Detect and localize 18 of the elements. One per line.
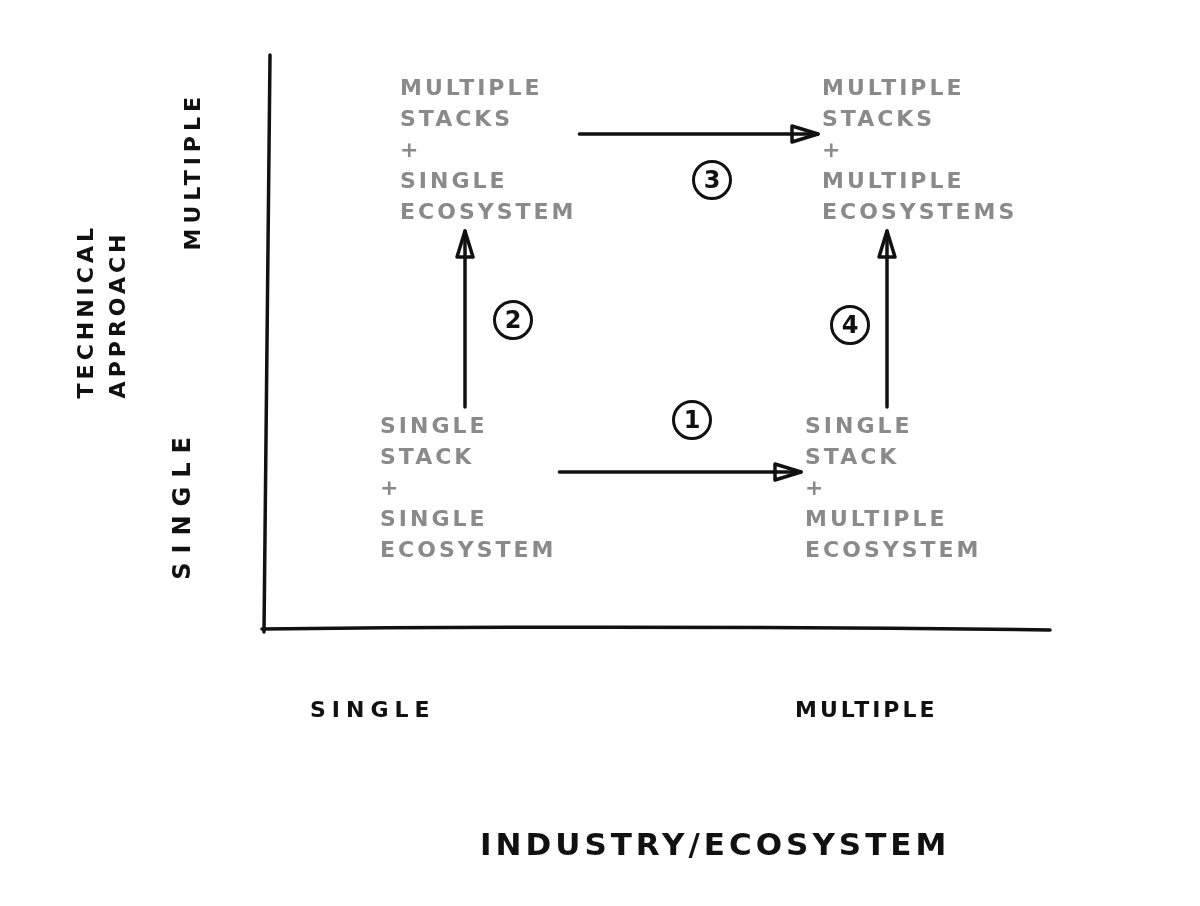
axis-value-label: MULTIPLE [180, 92, 205, 251]
step-number: 2 [493, 300, 533, 340]
arrow [455, 229, 475, 409]
arrow [877, 229, 897, 409]
quadrant-label: MULTIPLE STACKS + SINGLE ECOSYSTEM [400, 74, 577, 226]
step-number: 3 [692, 160, 732, 200]
quadrant-label: SINGLE STACK + SINGLE ECOSYSTEM [380, 412, 557, 564]
axis-title: INDUSTRY/ECOSYSTEM [480, 826, 951, 862]
axis-title: TECHNICAL APPROACH [72, 224, 131, 399]
quadrant-label: MULTIPLE STACKS + MULTIPLE ECOSYSTEMS [822, 74, 1018, 226]
step-number: 4 [830, 305, 870, 345]
axis-value-label: SINGLE [168, 428, 196, 580]
quadrant-label: SINGLE STACK + MULTIPLE ECOSYSTEM [805, 412, 982, 564]
axis-value-label: SINGLE [310, 697, 436, 722]
axis-value-label: MULTIPLE [795, 697, 938, 722]
arrow [557, 462, 803, 482]
step-number: 1 [672, 400, 712, 440]
arrow [577, 124, 820, 144]
